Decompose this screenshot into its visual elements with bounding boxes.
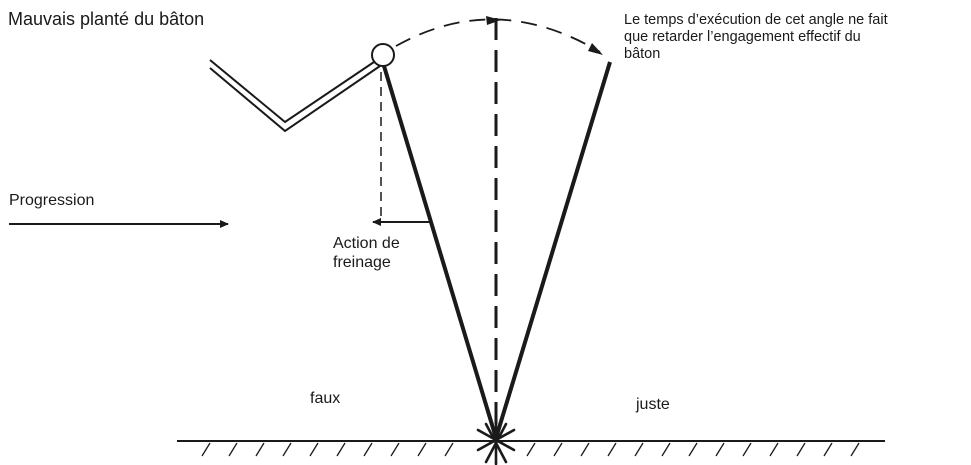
pole-tip-star <box>476 422 516 465</box>
angle-arc-endhead <box>588 43 603 55</box>
arm-outline <box>209 59 381 133</box>
angle-note-line-3: bâton <box>624 46 661 62</box>
ground-hatching <box>201 442 860 457</box>
angle-note-line-1: Le temps d’exécution de cet angle ne fai… <box>624 12 888 28</box>
right-label: juste <box>636 396 670 413</box>
right-pole <box>494 61 612 439</box>
wrong-pole <box>382 65 498 439</box>
wrong-label: faux <box>310 390 341 407</box>
hand-joint-circle <box>371 43 395 67</box>
braking-action-label: Action de freinage <box>333 234 400 272</box>
braking-action-line-1: Action de <box>333 235 400 252</box>
angle-note-line-2: que retarder l’engagement effectif du <box>624 29 861 45</box>
angle-arc <box>395 18 601 53</box>
angle-note: Le temps d’exécution de cet angle ne fai… <box>624 12 964 63</box>
progression-label: Progression <box>9 192 95 209</box>
braking-action-line-2: freinage <box>333 254 391 271</box>
diagram-title: Mauvais planté du bâton <box>8 9 205 29</box>
angle-arc-midhead <box>486 16 501 25</box>
